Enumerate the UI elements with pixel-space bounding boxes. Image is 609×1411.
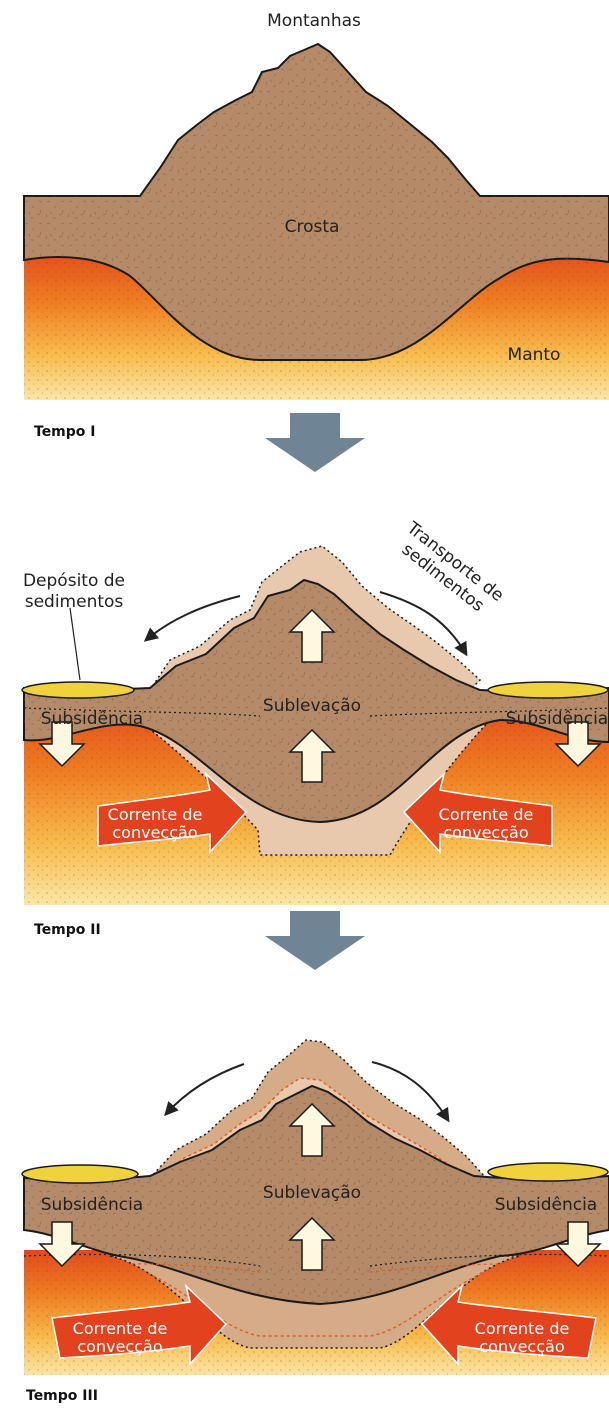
subsidence-label-right-2: Subsidência: [506, 709, 608, 729]
convection-label-right-2a: Corrente de: [439, 805, 534, 824]
sediment-basin-right-3: [487, 1162, 609, 1182]
sediment-basin-right-2: [487, 681, 609, 699]
time-label-3: Tempo III: [26, 1388, 98, 1404]
panel-time-1: Montanhas Crosta Manto Tempo I: [23, 11, 609, 440]
subsidence-label-right-3: Subsidência: [495, 1195, 597, 1215]
deposit-label-line-2: sedimentos: [25, 592, 124, 612]
subsidence-arrow-left-2: [38, 721, 86, 768]
uplift-arrow-3a: [288, 1102, 336, 1157]
down-arrow-1: [265, 413, 365, 472]
panel-time-2: Depósito de sedimentos Transporte de sed…: [21, 518, 609, 938]
convection-label-left-3a: Corrente de: [73, 1319, 168, 1338]
panel-time-3: Subsidência Sublevação Subsidência Corre…: [21, 1039, 609, 1404]
transport-arrow-right-2: [379, 591, 468, 657]
uplift-label-2: Sublevação: [263, 696, 361, 716]
uplift-arrow-3b: [288, 1216, 336, 1271]
subsidence-label-left-3: Subsidência: [41, 1195, 143, 1215]
convection-label-left-3b: convecção: [77, 1337, 162, 1356]
deposit-leader-line: [69, 607, 81, 681]
convection-label-right-2b: convecção: [443, 823, 528, 842]
uplift-label-3: Sublevação: [263, 1183, 361, 1203]
transport-arrow-left-2: [143, 595, 241, 642]
transport-arrow-right-3: [371, 1061, 450, 1123]
subsidence-arrow-right-2: [554, 721, 602, 768]
mantle-label: Manto: [508, 345, 561, 365]
down-arrow-2: [265, 911, 365, 970]
convection-current-right-2: [402, 771, 553, 854]
subsidence-arrow-right-3: [554, 1221, 602, 1268]
time-label-1: Tempo I: [34, 424, 96, 440]
subsidence-label-left-2: Subsidência: [41, 709, 143, 729]
convection-label-left-2b: convecção: [112, 823, 197, 842]
mountains-label: Montanhas: [267, 11, 361, 31]
uplift-arrow-2b: [288, 728, 336, 783]
uplift-arrow-2a: [288, 608, 336, 663]
convection-label-right-3b: convecção: [479, 1337, 564, 1356]
time-label-2: Tempo II: [34, 922, 101, 938]
convection-label-right-3a: Corrente de: [475, 1319, 570, 1338]
convection-current-right-3: [420, 1283, 597, 1366]
deposit-label-line-1: Depósito de: [23, 571, 125, 591]
convection-current-left-2: [97, 771, 248, 854]
transport-arrow-left-3: [164, 1063, 245, 1117]
subsidence-arrow-left-3: [38, 1221, 86, 1268]
sediment-basin-left-3: [21, 1164, 139, 1184]
sediment-basin-left-2: [21, 681, 135, 699]
convection-label-left-2a: Corrente de: [108, 805, 203, 824]
convection-current-left-3: [51, 1283, 228, 1366]
crust-label: Crosta: [285, 217, 340, 237]
